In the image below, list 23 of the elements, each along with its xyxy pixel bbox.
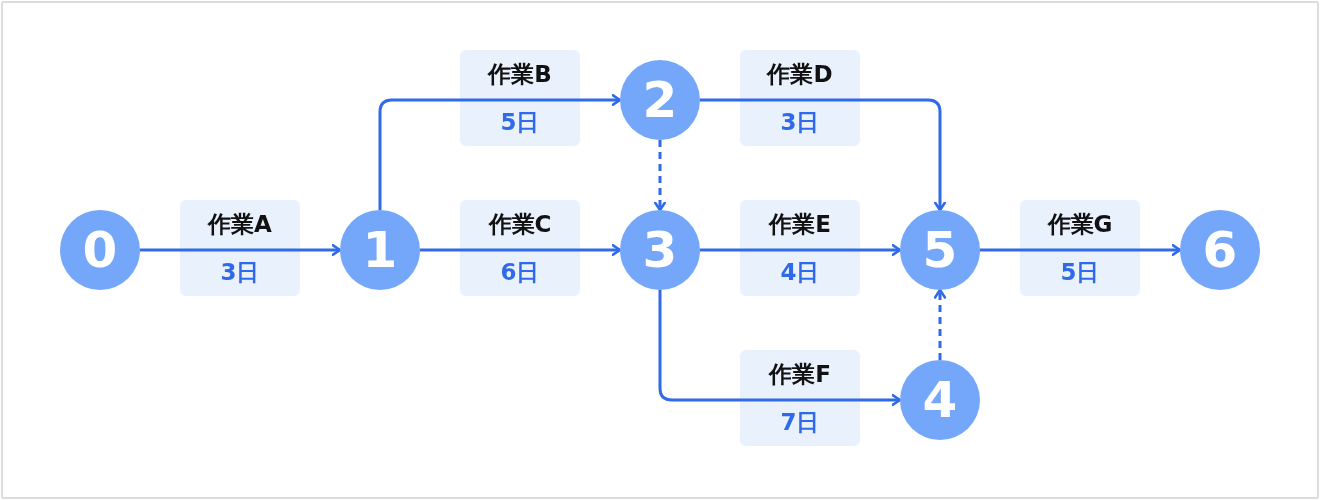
event-circle: 6	[1180, 210, 1260, 290]
event-circle: 1	[340, 210, 420, 290]
edge-label: 作業A 3日	[180, 200, 300, 296]
arrow	[700, 243, 902, 257]
edge-label: 作業F 7日	[740, 350, 860, 446]
edge-label: 作業B 5日	[460, 50, 580, 146]
arrow	[933, 288, 947, 360]
arrow	[980, 243, 1182, 257]
edge-label: 作業D 3日	[740, 50, 860, 146]
arrow	[378, 93, 622, 210]
event-circle: 4	[900, 360, 980, 440]
arrow	[140, 243, 342, 257]
event-circle: 3	[620, 210, 700, 290]
arrow	[700, 98, 947, 212]
event-circle: 5	[900, 210, 980, 290]
event-circle: 0	[60, 210, 140, 290]
arrow	[658, 290, 902, 407]
edge-label: 作業E 4日	[740, 200, 860, 296]
arrow	[653, 140, 667, 212]
edge-label: 作業G 5日	[1020, 200, 1140, 296]
event-circle: 2	[620, 60, 700, 140]
edge-label: 作業C 6日	[460, 200, 580, 296]
arrow	[420, 243, 622, 257]
